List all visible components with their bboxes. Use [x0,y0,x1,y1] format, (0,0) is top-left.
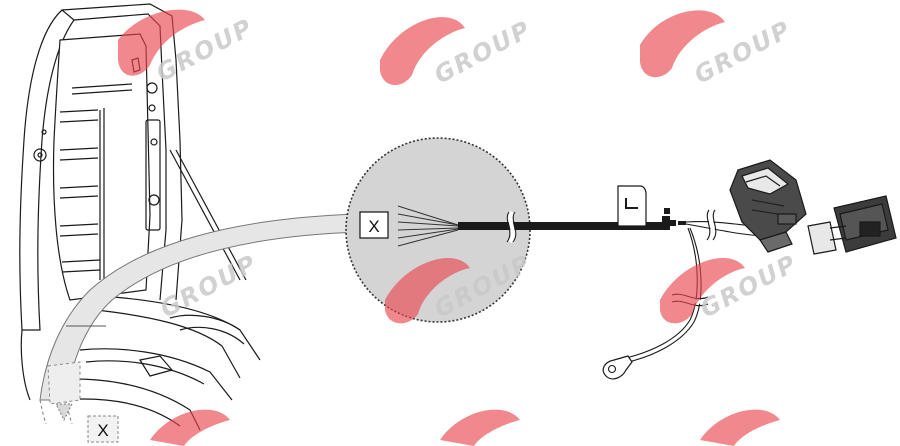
fanned-wire-ends [397,205,459,247]
ground-ring-terminal [602,355,633,380]
vehicle-rear-body [19,3,261,431]
vehicle-plug-socket [729,159,807,253]
lower-callout: X [87,415,119,443]
main-callout: X [359,211,389,239]
cable-clip [617,185,647,227]
lower-callout-label: X [97,421,108,440]
routing-arrow-icon [55,403,73,422]
detail-magnifier [345,137,531,323]
harness-plug [807,195,897,255]
harness-routing-loom [39,213,361,425]
main-harness-cable [458,210,663,244]
main-callout-label: X [368,217,379,236]
inline-splice-connector [662,208,686,230]
